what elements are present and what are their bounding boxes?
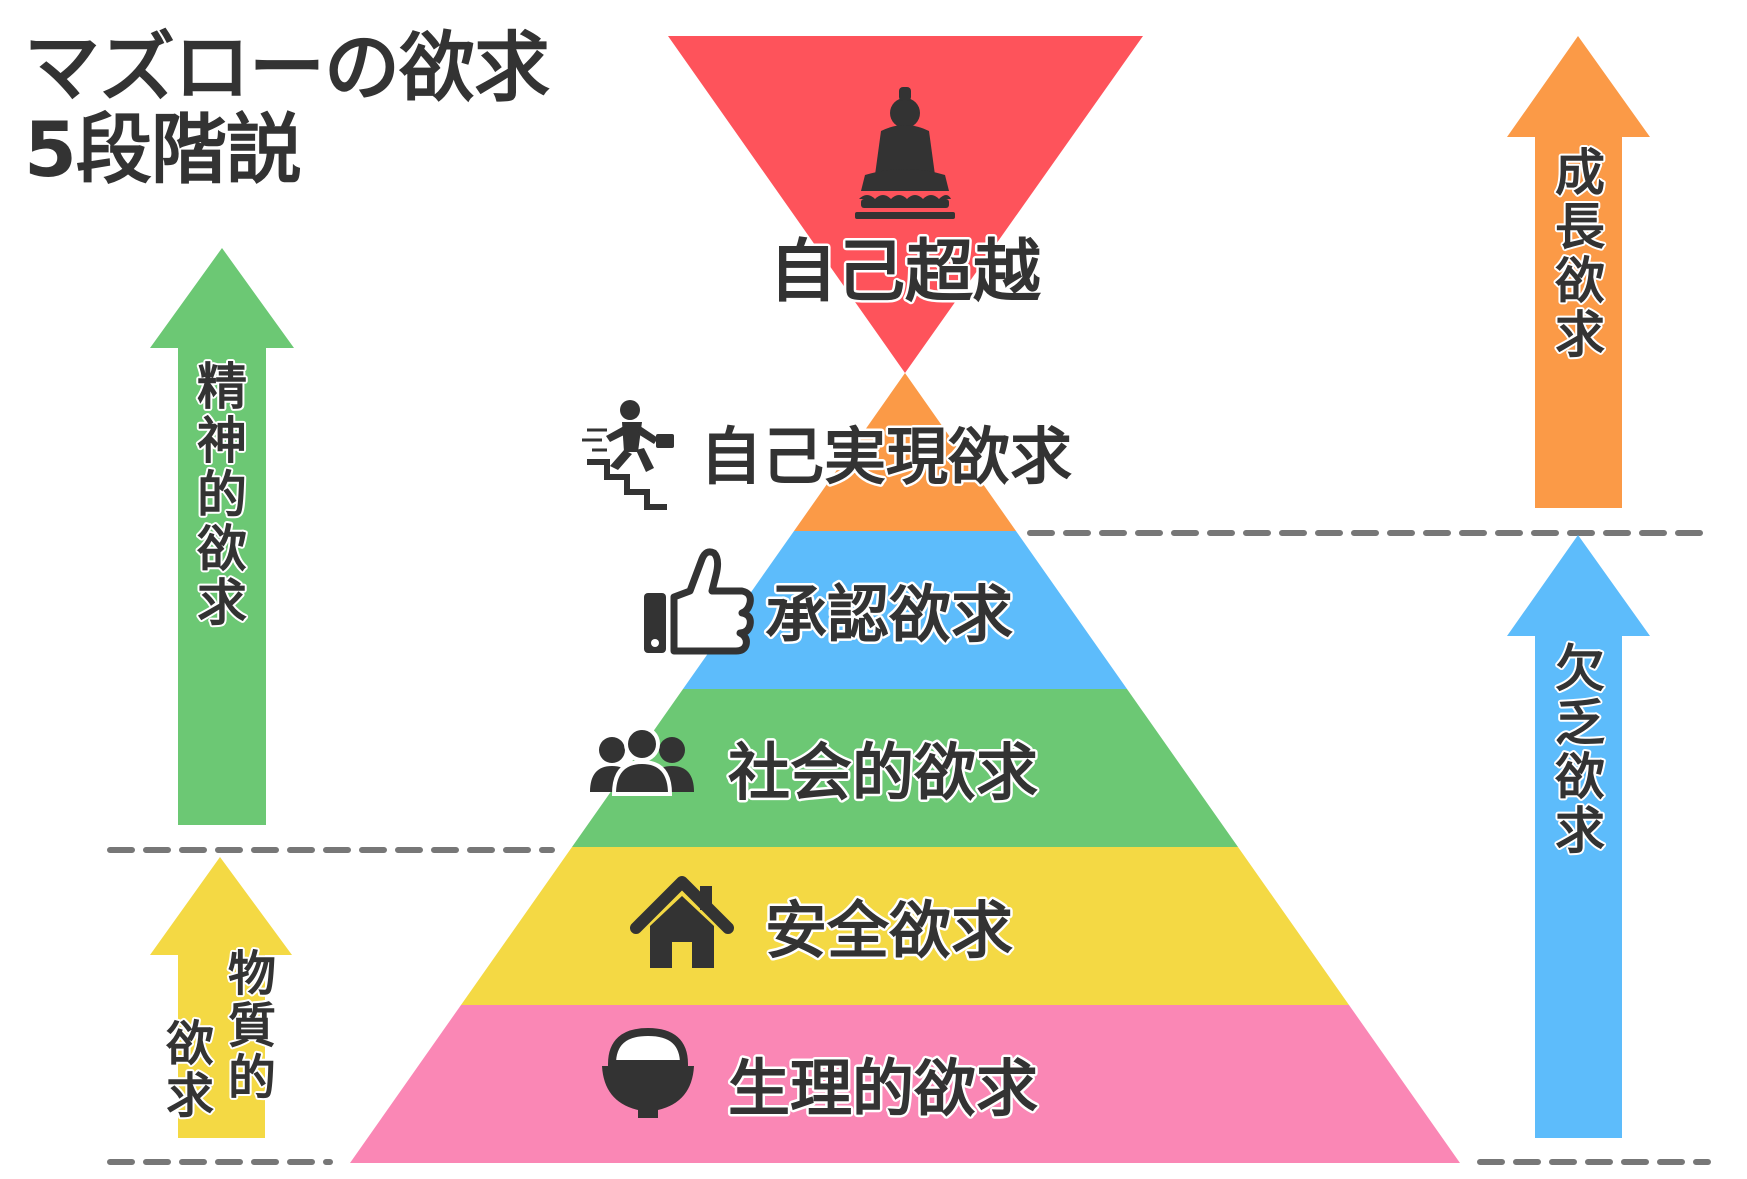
stairs-climber-icon [582, 400, 674, 510]
svg-text:欲: 欲 [196, 520, 247, 578]
material-needs-arrow [150, 857, 292, 1138]
thumbs-up-icon [644, 548, 754, 655]
svg-text:欲: 欲 [1554, 748, 1605, 806]
level-esteem-shape [683, 531, 1127, 689]
svg-text:質: 質 [228, 998, 276, 1054]
level-safety-label: 安全欲求 [765, 894, 1013, 967]
level-self-actualization-label: 自己実現欲求 [700, 420, 1072, 493]
level-social-shape [572, 689, 1238, 847]
svg-text:求: 求 [1555, 802, 1605, 860]
svg-text:的: 的 [228, 1050, 276, 1106]
buddha-icon [855, 87, 955, 219]
title-line-1: マズローの欲求 [24, 23, 550, 112]
svg-text:物: 物 [228, 946, 276, 1002]
svg-text:求: 求 [166, 1068, 214, 1124]
deficiency-needs-arrow [1507, 535, 1650, 1138]
title-line-2: 5段階説 [24, 105, 302, 194]
level-self-actualization-shape [794, 373, 1016, 531]
house-icon [630, 876, 734, 968]
spiritual-needs-label: 精 神 的 欲 求 [194, 356, 249, 634]
group-icon [590, 726, 694, 796]
material-needs-label: 物 質 的 欲 求 [163, 944, 278, 1126]
deficiency-needs-label: 欠 乏 欲 求 [1552, 638, 1607, 862]
svg-text:求: 求 [197, 574, 247, 632]
svg-text:欠: 欠 [1555, 640, 1605, 698]
svg-text:欲: 欲 [1554, 252, 1605, 310]
svg-text:成: 成 [1555, 144, 1605, 202]
level-physiological-label: 生理的欲求 [728, 1052, 1038, 1125]
svg-text:乏: 乏 [1555, 694, 1605, 752]
spiritual-needs-arrow [150, 248, 294, 825]
growth-needs-arrow [1507, 36, 1650, 508]
level-social-label: 社会的欲求 [728, 736, 1038, 809]
rice-bowl-icon [602, 1027, 694, 1118]
growth-needs-label: 成 長 欲 求 [1552, 142, 1608, 366]
svg-text:求: 求 [1555, 306, 1605, 364]
svg-text:長: 長 [1555, 198, 1606, 256]
svg-text:神: 神 [197, 412, 247, 470]
svg-text:精: 精 [197, 358, 247, 416]
level-esteem-label: 承認欲求 [765, 578, 1013, 651]
level-self-transcendence-label: 自己超越 [769, 233, 1042, 312]
svg-text:欲: 欲 [165, 1016, 214, 1072]
svg-text:的: 的 [197, 466, 247, 524]
